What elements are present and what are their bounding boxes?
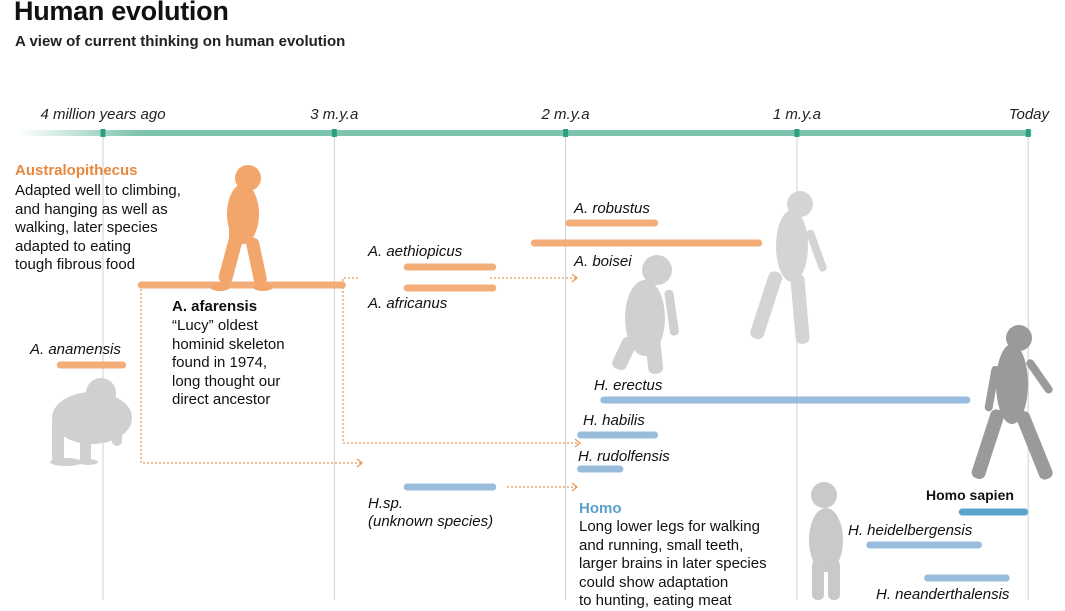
- species-label: H.sp.(unknown species): [368, 495, 493, 530]
- axis-tick-label: 4 million years ago: [40, 106, 165, 123]
- species-bar-rect: [403, 263, 497, 271]
- species-bar: [403, 263, 497, 271]
- timeline-axis-line: [18, 130, 1032, 136]
- australopith-silhouette-icon: [612, 255, 679, 374]
- axis-tick-mark: [331, 129, 337, 137]
- species-bar: [866, 541, 982, 549]
- ape-silhouette-icon: [50, 378, 132, 466]
- connector-arrow: [571, 273, 579, 283]
- timeline-axis: 4 million years ago 3 m.y.a 2 m.y.a 1 m.y.a…: [18, 106, 1051, 137]
- page-subtitle: A view of current thinking on human evol…: [15, 33, 346, 50]
- species-bar-rect: [565, 219, 659, 227]
- species-bar-rect: [403, 483, 497, 491]
- species-bar: [600, 396, 971, 404]
- connector-arrow: [356, 458, 364, 468]
- species-bar-rect: [577, 431, 659, 439]
- species-label: H. heidelbergensis: [848, 522, 973, 539]
- species-bar-rect: [924, 574, 1010, 582]
- species-bar: [958, 508, 1029, 516]
- species-bar: [565, 219, 659, 227]
- page-title: Human evolution: [14, 0, 229, 26]
- heidelbergensis-silhouette-icon: [809, 482, 843, 600]
- species-label: A. robustus: [573, 200, 650, 217]
- species-bar: [403, 483, 497, 491]
- axis-tick-label: 2 m.y.a: [541, 106, 590, 123]
- species-bar: [137, 281, 346, 289]
- species-label: A. aethiopicus: [367, 243, 463, 260]
- africanus-homo-connector: [342, 277, 580, 444]
- australopithecus-description: Adapted well to climbing, and hanging as…: [15, 182, 181, 274]
- species-bar: [403, 284, 497, 292]
- afarensis-silhouette-icon: [210, 165, 273, 291]
- species-bar-rect: [403, 284, 497, 292]
- species-bar-rect: [600, 396, 971, 404]
- species-bar: [577, 431, 659, 439]
- axis-tick-mark: [100, 129, 106, 137]
- axis-tick-label: Today: [1009, 106, 1051, 123]
- species-bar-rect: [577, 465, 624, 473]
- hominid-silhouettes: [50, 165, 1053, 600]
- species-label: H. habilis: [583, 412, 645, 429]
- species-label: A. boisei: [573, 253, 632, 270]
- species-bar: [56, 361, 127, 369]
- axis-tick-mark: [563, 129, 569, 137]
- hominid-walking-silhouette-icon: [750, 191, 827, 344]
- species-label: A. anamensis: [29, 341, 121, 358]
- species-label: H. neanderthalensis: [876, 586, 1010, 600]
- species-label: A. africanus: [367, 295, 448, 312]
- axis-tick-label: 3 m.y.a: [310, 106, 358, 123]
- species-bar-rect: [137, 281, 346, 289]
- afarensis-note-title: A. afarensis: [172, 298, 258, 315]
- homo-title: Homo: [579, 500, 622, 517]
- connector-arrow: [574, 438, 582, 448]
- species-bar: [577, 465, 624, 473]
- species-bar-rect: [958, 508, 1029, 516]
- homo-description: Long lower legs for walking and running,…: [579, 518, 767, 610]
- afarensis-note-text: “Lucy” oldest hominid skeleton found in …: [172, 317, 285, 409]
- species-bar: [924, 574, 1010, 582]
- homo-sapien-silhouette-icon: [971, 325, 1053, 480]
- axis-tick-label: 1 m.y.a: [773, 106, 821, 123]
- connector-arrow: [571, 482, 579, 492]
- species-label: H. erectus: [594, 377, 663, 394]
- species-bar: [530, 239, 763, 247]
- species-bars: [56, 219, 1029, 582]
- species-label: H. rudolfensis: [578, 448, 670, 465]
- species-bar-rect: [56, 361, 127, 369]
- axis-tick-mark: [1025, 129, 1031, 137]
- axis-tick-mark: [794, 129, 800, 137]
- species-bar-rect: [530, 239, 763, 247]
- species-bar-rect: [866, 541, 982, 549]
- australopithecus-title: Australopithecus: [15, 162, 138, 179]
- homo-sapien-label: Homo sapien: [926, 487, 1014, 503]
- species-labels: A. anamensis A. aethiopicus A. africanus A.…: [29, 200, 1010, 600]
